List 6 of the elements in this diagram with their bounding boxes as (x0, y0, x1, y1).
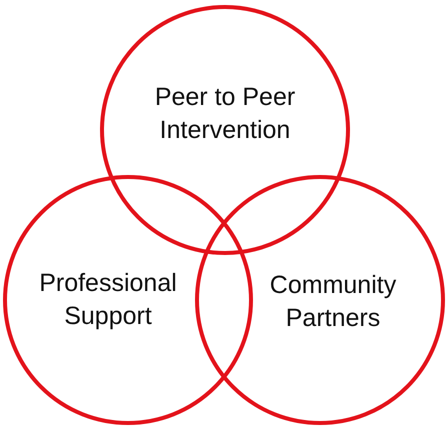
venn-circle (195, 175, 445, 425)
venn-circle (100, 5, 350, 255)
circle-label: Peer to Peer Intervention (154, 82, 296, 146)
circle-label: Community Partners (268, 270, 398, 334)
venn-circle (3, 175, 253, 425)
circle-label: Professional Support (38, 268, 178, 332)
